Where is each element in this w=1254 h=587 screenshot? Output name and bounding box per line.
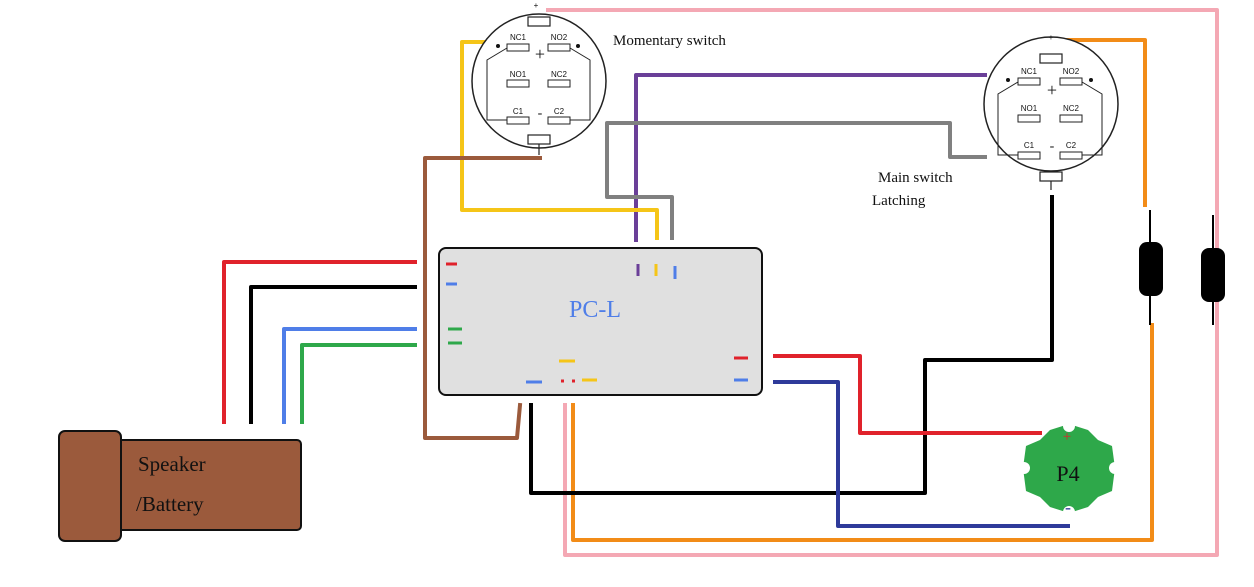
main-plus-terminal: + [1049,33,1054,42]
led-plus-sign: + [1063,429,1071,445]
main-c1: C1 [1024,141,1035,150]
p4-led: P4 + - [1018,420,1121,518]
wire-orange-bottom [571,323,1154,542]
wire-blue-battery [282,327,417,424]
wire-red-battery [222,260,417,424]
wire-pink [546,8,1219,557]
battery-label-line1: Speaker [138,452,206,476]
main-switch-label: Main switch [878,170,953,186]
main-c2: C2 [1066,141,1077,150]
wire-brown [423,156,542,440]
wire-black-main [529,195,1054,495]
main-minus-sign: - [1050,139,1055,154]
momentary-c1: C1 [513,107,524,116]
wire-navy-led [773,380,1070,528]
battery-label-line2: /Battery [136,492,204,516]
momentary-nc2: NC2 [551,70,568,79]
resistor-orange [1139,210,1163,325]
momentary-switch: + + - NC1 NO2 NO1 NC2 C1 C2 [471,1,607,155]
wire-black-battery [249,285,417,424]
wires [222,8,1219,557]
momentary-nc1: NC1 [510,33,527,42]
pcl-board: PC-L [438,247,763,396]
led-label: P4 [1056,461,1079,486]
momentary-plus-terminal: + [534,1,539,10]
wire-green-battery [300,343,417,424]
momentary-plus-sign: + [535,44,545,64]
wire-gray [605,121,987,240]
main-nc2: NC2 [1063,104,1080,113]
momentary-no2: NO2 [551,33,568,42]
wire-purple [634,73,987,242]
wire-yellow [460,40,659,240]
board-label: PC-L [569,297,621,323]
led-minus-sign: - [1065,497,1071,517]
main-switch: + + - NC1 NO2 NO1 NC2 C1 C2 [983,33,1119,190]
momentary-c2: C2 [554,107,565,116]
main-nc1: NC1 [1021,67,1038,76]
momentary-minus-sign: - [538,106,543,121]
main-plus-sign: + [1047,80,1057,100]
main-no2: NO2 [1063,67,1080,76]
momentary-no1: NO1 [510,70,527,79]
main-no1: NO1 [1021,104,1038,113]
momentary-switch-label: Momentary switch [613,33,726,49]
main-switch-latching-label: Latching [872,193,926,209]
resistor-pink [1201,215,1225,325]
wire-red-led [773,354,1042,435]
speaker-battery: Speaker /Battery [58,430,302,542]
wire-orange-top [1050,38,1147,207]
